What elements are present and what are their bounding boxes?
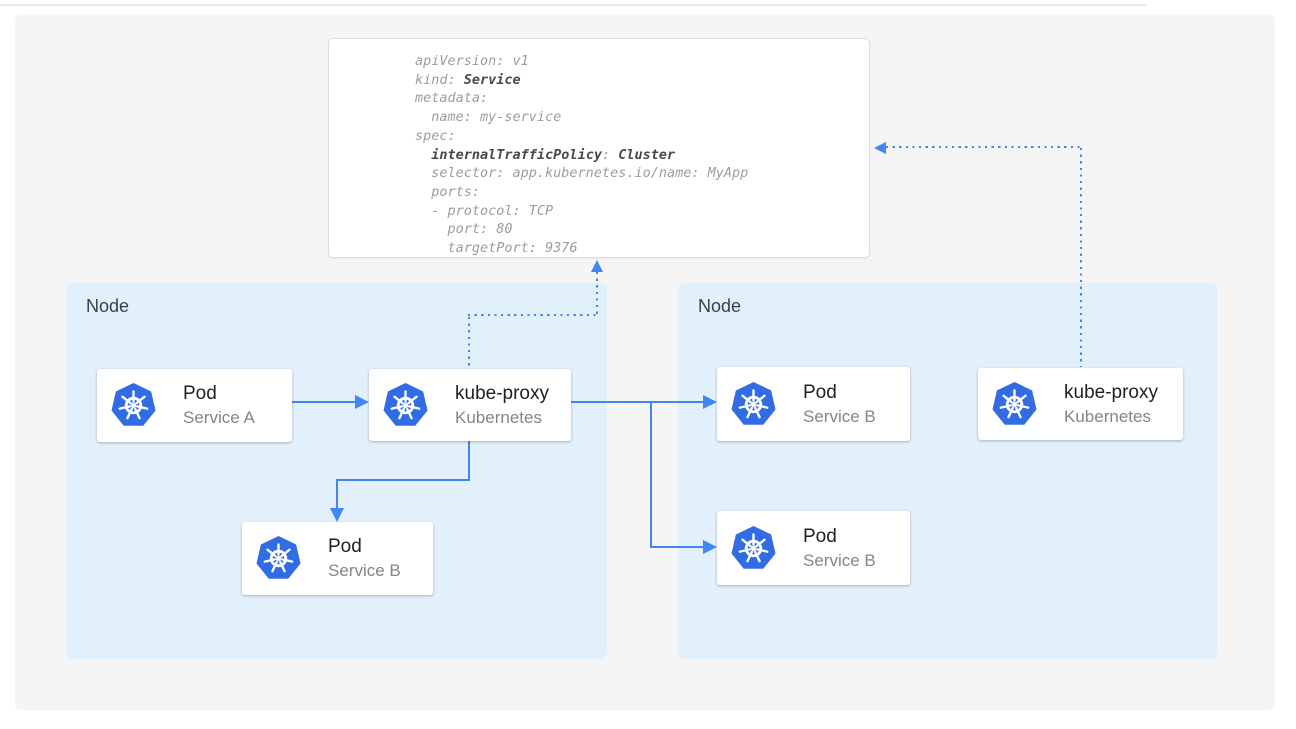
card-subtitle: Kubernetes (1064, 406, 1151, 426)
yaml-line: spec: (415, 127, 456, 144)
yaml-line: selector: app.kubernetes.io/name: MyApp (415, 165, 749, 182)
card-pod-service-a: Pod Service A (97, 369, 292, 442)
node-box-right: Node (678, 283, 1217, 659)
card-title: Pod (803, 381, 837, 403)
card-pod-service-b-right-bottom: Pod Service B (717, 511, 910, 585)
arrow-line-kube-proxy-down (468, 441, 470, 481)
card-subtitle: Service B (803, 406, 876, 426)
dotted-line-right-kube-proxy-up (1080, 148, 1082, 367)
node-box-left: Node (66, 283, 607, 659)
card-subtitle: Kubernetes (455, 407, 542, 427)
card-title: Pod (328, 536, 362, 557)
card-title: kube-proxy (1064, 381, 1158, 403)
arrow-line-branch-right (650, 546, 704, 548)
kubernetes-icon (110, 382, 157, 429)
yaml-line: targetPort: 9376 (415, 240, 578, 257)
arrow-line-to-pod-b-left (336, 479, 470, 481)
yaml-code-block: apiVersion: v1 kind: Service metadata: nam… (415, 52, 859, 258)
yaml-line: internalTrafficPolicy: Cluster (431, 146, 676, 163)
card-title: Pod (183, 383, 217, 404)
kubernetes-icon (730, 525, 777, 572)
card-pod-service-b-left: Pod Service B (242, 522, 433, 595)
arrow-line-kube-proxy-to-right-node (570, 401, 704, 403)
arrowhead-into-pod-b-left (330, 508, 344, 522)
yaml-line: - protocol: TCP (415, 202, 554, 219)
yaml-line: port: 80 (415, 221, 513, 238)
card-title: kube-proxy (455, 382, 549, 404)
arrowhead-left-into-yaml (874, 142, 886, 154)
dotted-line-right-horizontal (886, 146, 1082, 148)
arrow-line-branch-down (650, 401, 652, 547)
yaml-line: kind: Service (415, 71, 521, 88)
yaml-line: ports: (415, 183, 481, 200)
arrowhead-into-kube-proxy (355, 395, 369, 409)
kubernetes-icon (382, 382, 429, 429)
card-subtitle: Service B (328, 561, 401, 580)
yaml-line: apiVersion: v1 (415, 53, 529, 69)
arrow-line-pod-a-to-kube-proxy (292, 401, 356, 403)
arrowhead-up-into-yaml (591, 260, 603, 272)
dotted-line-left-kube-proxy-up (468, 317, 470, 368)
top-divider (0, 4, 1147, 6)
card-kube-proxy-right: kube-proxy Kubernetes (978, 368, 1183, 440)
kubernetes-icon (255, 535, 302, 582)
card-kube-proxy-left: kube-proxy Kubernetes (369, 369, 571, 441)
service-yaml-card: apiVersion: v1 kind: Service metadata: nam… (328, 38, 870, 258)
kubernetes-icon (730, 381, 777, 428)
card-pod-service-b-right-top: Pod Service B (717, 367, 910, 441)
dotted-line-left-to-yaml (596, 272, 598, 316)
card-subtitle: Service B (803, 550, 876, 570)
arrowhead-into-pod-b-right-top (703, 395, 717, 409)
dotted-line-left-horizontal (468, 314, 599, 316)
kubernetes-icon (991, 381, 1038, 428)
card-title: Pod (803, 525, 837, 547)
arrowhead-into-pod-b-right-bottom (703, 540, 717, 554)
arrow-line-down-to-pod-b-left (336, 479, 338, 509)
node-label: Node (86, 296, 130, 316)
card-subtitle: Service A (183, 408, 255, 427)
node-label: Node (698, 296, 742, 316)
yaml-line: name: my-service (415, 109, 562, 126)
yaml-line: metadata: (415, 90, 489, 107)
